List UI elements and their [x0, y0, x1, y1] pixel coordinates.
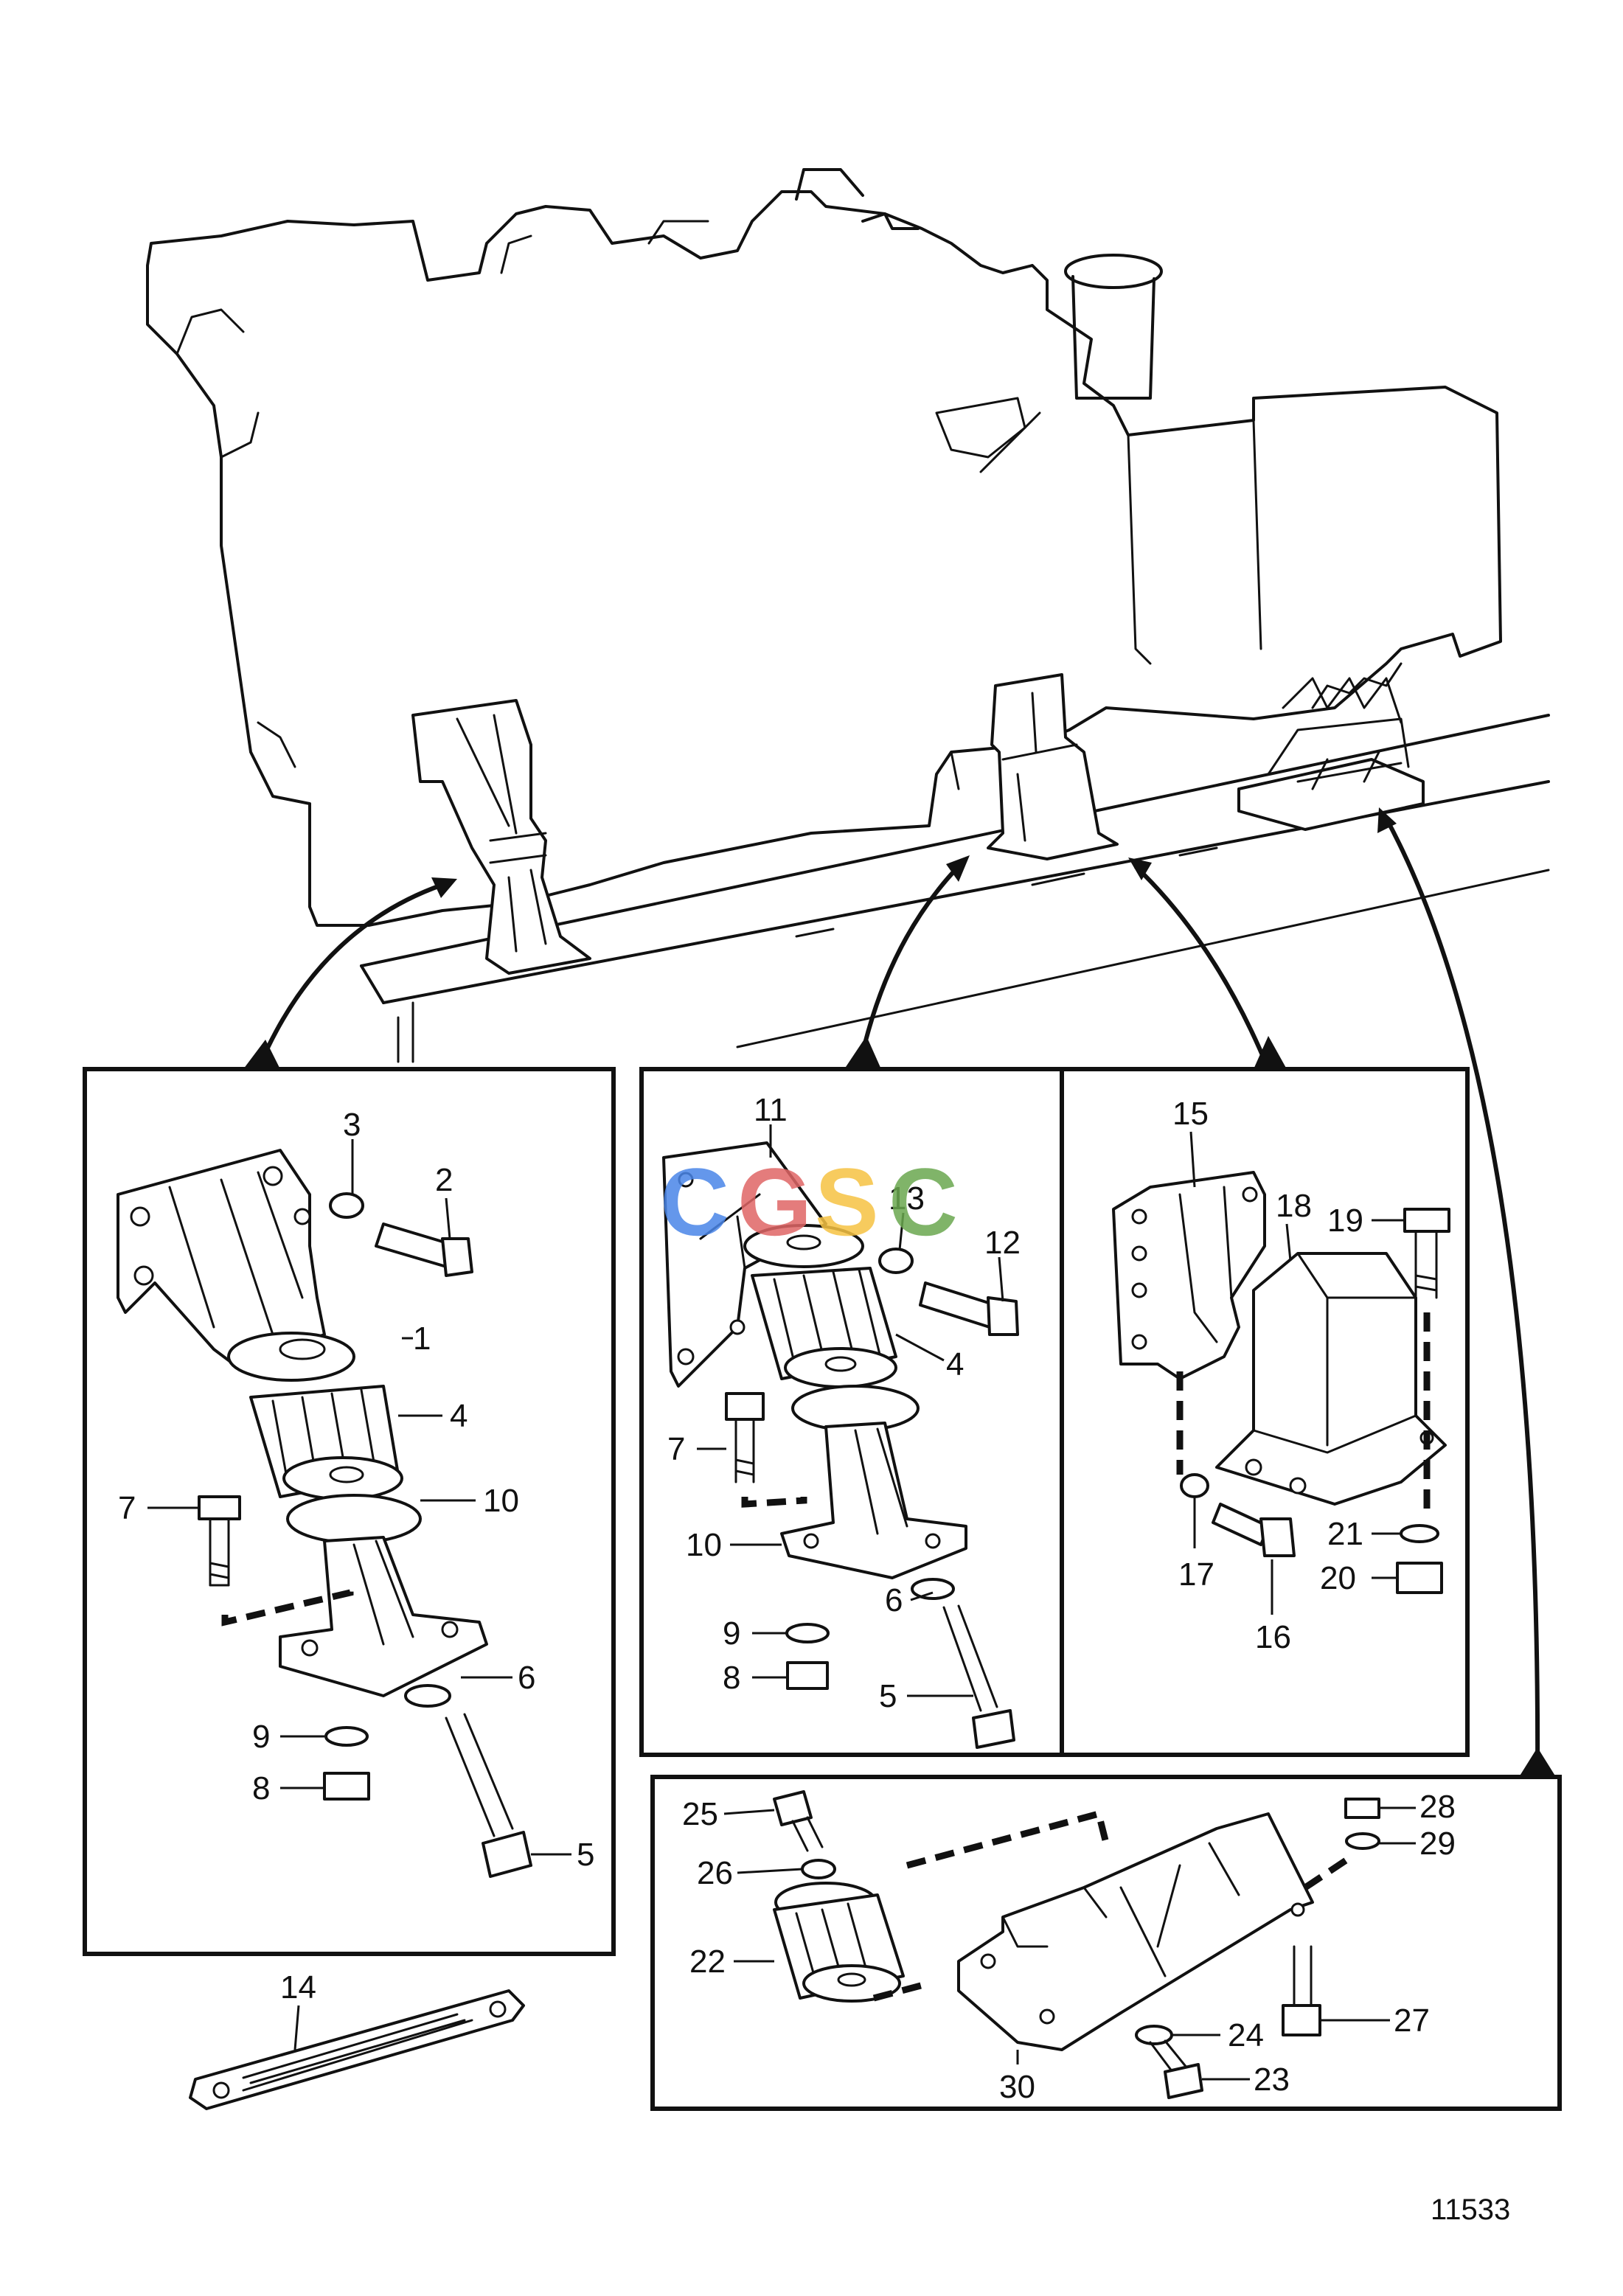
callout-15: 15 [1172, 1096, 1209, 1132]
cgsc-watermark-logo: C G S C [660, 1148, 958, 1256]
watermark-letter-c1: C [660, 1148, 729, 1256]
panel3-parts [1112, 1171, 1450, 1594]
callout-6: 6 [885, 1582, 903, 1618]
callout-16: 16 [1255, 1619, 1291, 1655]
callout-20: 20 [1320, 1560, 1356, 1596]
callout-10: 10 [686, 1527, 722, 1563]
callout-2: 2 [435, 1162, 453, 1198]
mounted-bracket-middle [987, 673, 1119, 860]
callout-8: 8 [252, 1770, 270, 1806]
panel4-parts [773, 1790, 1380, 2099]
callout-23: 23 [1254, 2062, 1290, 2098]
callout-14: 14 [280, 1969, 316, 2005]
callout-5: 5 [879, 1678, 897, 1714]
figure-reference-number: 11533 [1431, 2194, 1510, 2226]
callout-11: 11 [754, 1092, 788, 1128]
callout-21: 21 [1327, 1516, 1363, 1552]
watermark-letter-g: G [737, 1148, 812, 1256]
callout-4: 4 [450, 1398, 468, 1434]
engine-outline [146, 168, 1502, 927]
watermark-letter-c2: C [889, 1148, 958, 1256]
mounted-bracket-rear [1237, 677, 1425, 831]
callout-3: 3 [343, 1107, 361, 1143]
callout-5: 5 [577, 1837, 594, 1873]
callout-18: 18 [1276, 1188, 1312, 1224]
panel-rear-mount [650, 1775, 1562, 2111]
callout-10: 10 [483, 1483, 519, 1519]
callout-7: 7 [118, 1490, 136, 1526]
callout-22: 22 [689, 1944, 726, 1980]
callout-4: 4 [946, 1346, 964, 1382]
mounted-bracket-front [411, 699, 591, 975]
leader-lines [147, 1124, 1416, 2081]
callout-13: 13 [889, 1180, 925, 1217]
callout-9: 9 [723, 1615, 740, 1652]
callout-25: 25 [682, 1796, 718, 1832]
callout-9: 9 [252, 1719, 270, 1755]
callout-12: 12 [984, 1225, 1021, 1261]
pointer-arrows [243, 807, 1556, 1778]
callout-labels: 3 2 1 4 10 7 6 9 8 5 11 13 12 4 7 10 6 9… [118, 1092, 1456, 2105]
callout-8: 8 [723, 1660, 740, 1696]
callout-17: 17 [1178, 1556, 1214, 1593]
callout-29: 29 [1419, 1826, 1456, 1862]
callout-1: 1 [413, 1321, 431, 1357]
callout-26: 26 [697, 1855, 733, 1891]
callout-27: 27 [1394, 2003, 1430, 2039]
callout-28: 28 [1419, 1789, 1456, 1825]
panel1-parts [117, 1149, 532, 1878]
panel2-parts [662, 1141, 1019, 1749]
callout-24: 24 [1228, 2017, 1264, 2053]
callout-7: 7 [667, 1431, 685, 1467]
watermark-letter-s: S [815, 1148, 879, 1256]
callout-30: 30 [999, 2069, 1035, 2105]
callout-19: 19 [1327, 1203, 1363, 1239]
panel-middle-mount-alt [1060, 1067, 1470, 1757]
panel-front-mount [83, 1067, 616, 1956]
callout-6: 6 [518, 1660, 535, 1696]
earth-strap [189, 1989, 525, 2110]
